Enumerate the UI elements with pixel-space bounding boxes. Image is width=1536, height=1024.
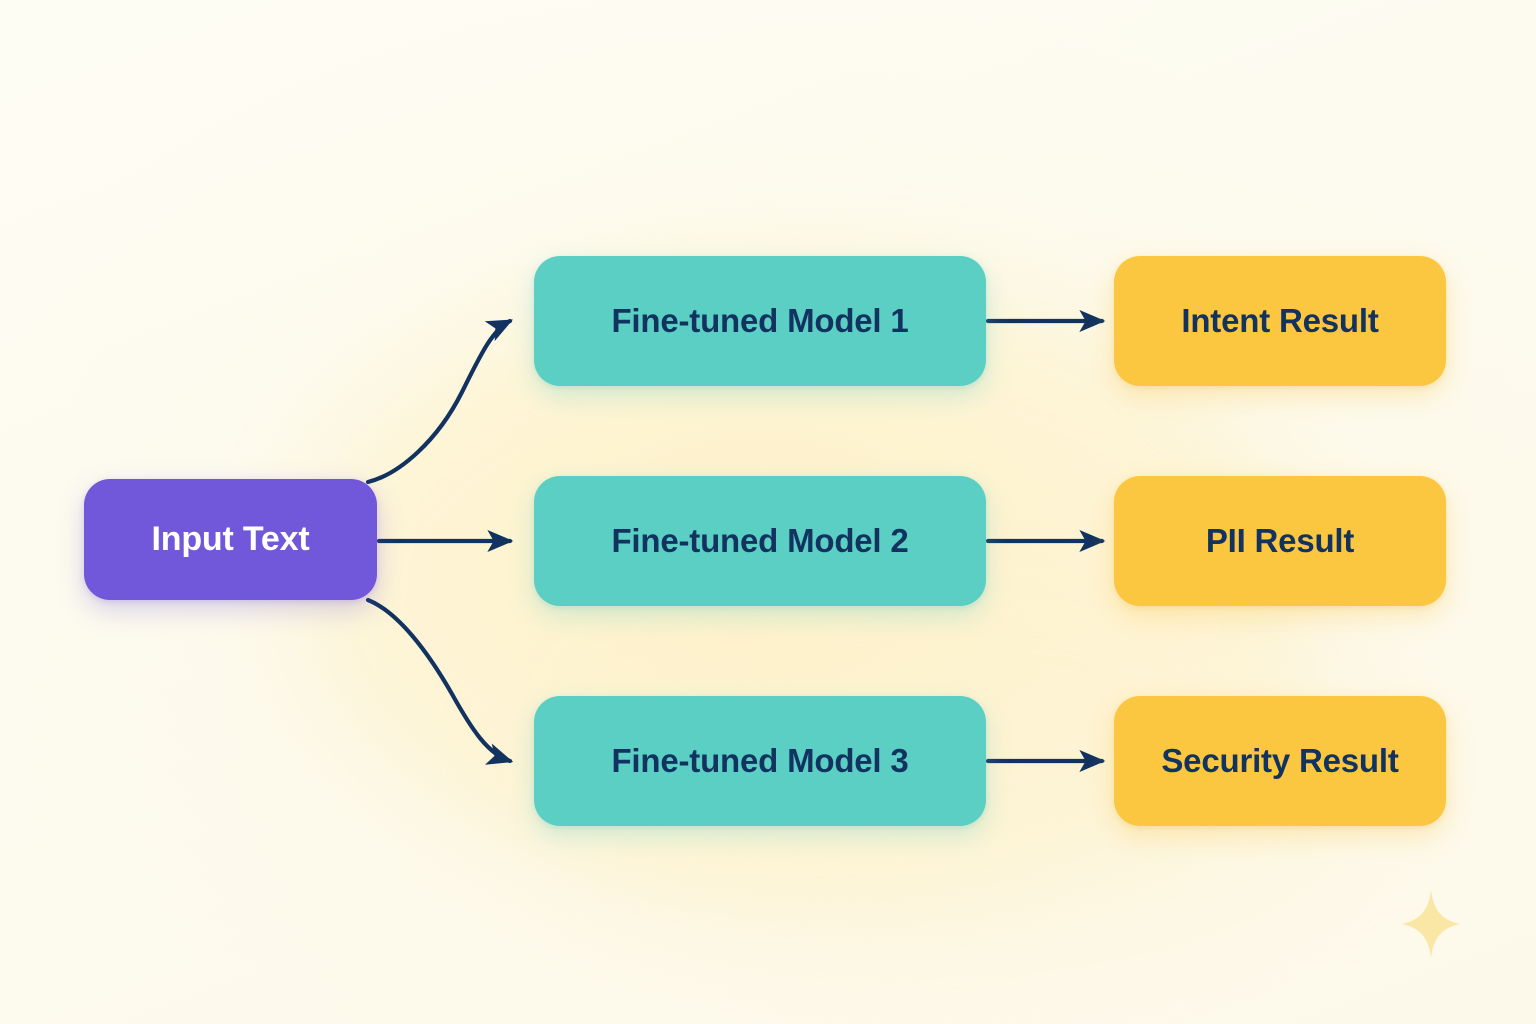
node-intent-result-label: Intent Result (1181, 301, 1379, 339)
node-fine-tuned-model-3[interactable]: Fine-tuned Model 3 (534, 696, 986, 826)
node-pii-result-label: PII Result (1205, 521, 1355, 559)
node-security-result-label: Security Result (1161, 741, 1399, 779)
edge-input-to-model-1 (365, 318, 514, 485)
node-fine-tuned-model-3-label: Fine-tuned Model 3 (611, 741, 909, 779)
node-input-text-label: Input Text (151, 519, 310, 558)
edge-input-to-model-3 (365, 597, 514, 765)
node-intent-result[interactable]: Intent Result (1114, 256, 1446, 386)
node-security-result[interactable]: Security Result (1114, 696, 1446, 826)
node-input-text[interactable]: Input Text (84, 479, 377, 600)
node-fine-tuned-model-2[interactable]: Fine-tuned Model 2 (534, 476, 986, 606)
node-fine-tuned-model-2-label: Fine-tuned Model 2 (611, 521, 909, 559)
node-fine-tuned-model-1-label: Fine-tuned Model 1 (611, 301, 909, 339)
node-pii-result[interactable]: PII Result (1114, 476, 1446, 606)
node-fine-tuned-model-1[interactable]: Fine-tuned Model 1 (534, 256, 986, 386)
